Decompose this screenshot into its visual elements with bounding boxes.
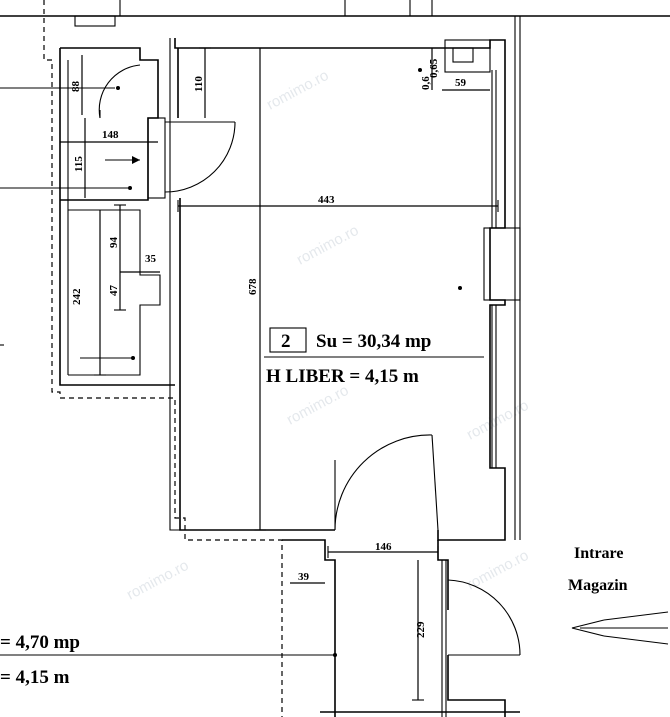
dim-94: 94 [108,237,120,249]
dim-242: 242 [71,288,83,305]
room-area: Su = 30,34 mp [316,331,431,352]
dim-35: 35 [145,253,157,265]
entrance-arrow-icon [571,611,669,645]
dim-47: 47 [108,285,120,297]
dim-443: 443 [318,194,335,206]
dim-110: 110 [193,76,205,92]
watermark-text: romimo.ro [284,382,352,429]
watermark-text: romimo.ro [294,222,362,269]
dim-229: 229 [415,621,427,638]
dim-115: 115 [73,156,85,172]
top-wall [0,0,670,27]
watermark-text: romimo.ro [124,557,192,604]
dim-146: 146 [375,541,392,553]
left-door [164,121,236,193]
adjacent-area: = 4,70 mp [0,632,80,653]
dim-59: 59 [455,77,467,89]
dim-88: 88 [70,81,82,93]
main-room-walls [169,16,521,541]
watermark-text: romimo.ro [464,547,532,594]
dim-148: 148 [102,129,119,141]
room-height-text: H LIBER = 4,15 m [266,366,419,387]
left-small-rooms [59,47,175,386]
room-number: 2 [281,331,291,352]
entrance-label-line1: Intrare [574,545,623,562]
dimension-lines [0,47,499,701]
dim-065: 0,65 [428,58,440,78]
watermark-text: romimo.ro [464,397,532,444]
adjacent-room-label: = 4,70 mp = 4,15 m [0,632,80,688]
dim-39: 39 [298,571,310,583]
entrance-label-line2: Magazin [568,577,628,594]
dimension-labels: 443 678 110 148 115 88 94 35 47 242 146 … [70,58,467,638]
watermark-text: romimo.ro [264,67,332,114]
entrance-marker: Intrare Magazin [568,545,669,645]
outer-dashed-boundary [43,0,283,717]
bottom-doors [282,434,521,717]
dim-678: 678 [247,278,259,295]
room-height: H LIBER = 4,15 m [266,366,419,387]
room-2-label: 2 Su = 30,34 mp H LIBER = 4,15 m [264,327,484,387]
dim-06: 0,6 [420,76,432,90]
adjacent-height: = 4,15 m [0,667,70,688]
